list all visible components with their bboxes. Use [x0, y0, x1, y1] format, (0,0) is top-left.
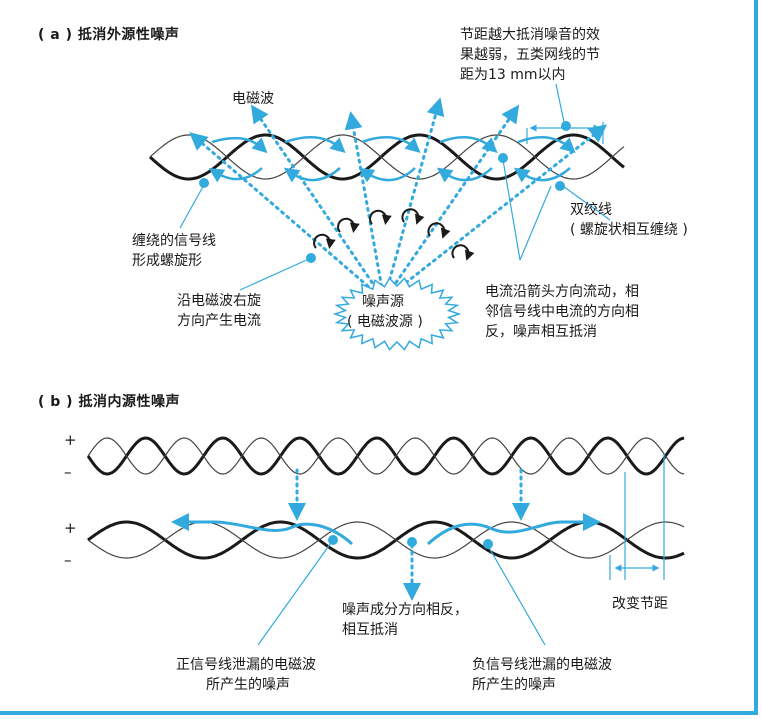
twisted-pair-b2	[87, 520, 685, 560]
twisted-pair-label-2: ( 螺旋状相互缠绕 )	[570, 222, 688, 238]
cancel-label-2: 邻信号线中电流的方向相	[485, 304, 639, 320]
leaders-a	[179, 83, 611, 291]
pitch-note-line-1: 节距越大抵消噪音的效	[460, 27, 600, 43]
spiral-label-2: 形成螺旋形	[132, 253, 202, 269]
plus-sign-bottom: +	[64, 519, 77, 537]
noise-source-label-1: 噪声源	[362, 294, 404, 310]
cancel-label-3: 反，噪声相互抵消	[485, 324, 597, 340]
marker-dots-b	[328, 535, 493, 549]
marker-dots-a	[199, 121, 571, 263]
noise-source-burst	[332, 277, 462, 351]
twisted-pair-a	[148, 133, 625, 181]
minus-sign-top: –	[64, 463, 72, 481]
pitch-note-line-2: 果越弱，五类网线的节	[460, 47, 600, 63]
cancel-label-1: 电流沿箭头方向流动，相	[485, 284, 639, 300]
twisted-pair-label-1: 双绞线	[570, 202, 612, 218]
minus-sign-bottom: –	[64, 551, 72, 569]
noise-overlays	[171, 513, 601, 546]
current-direction-label-1: 沿电磁波右旋	[177, 293, 261, 309]
negative-noise-label-1: 负信号线泄漏的电磁波	[472, 657, 612, 673]
positive-noise-label-2: 所产生的噪声	[206, 677, 290, 693]
positive-noise-label-1: 正信号线泄漏的电磁波	[176, 657, 316, 673]
spiral-label-1: 缠绕的信号线	[132, 233, 216, 249]
section-b-title: ( b ) 抵消内源性噪声	[38, 394, 180, 410]
current-direction-label-2: 方向产生电流	[177, 313, 261, 329]
plus-sign-top: +	[64, 431, 77, 449]
down-arrows	[288, 468, 530, 601]
negative-noise-label-2: 所产生的噪声	[472, 677, 556, 693]
pitch-note-line-3: 距为13 mm以内	[460, 67, 566, 83]
em-wave-label: 电磁波	[232, 91, 274, 107]
rotation-arrows	[313, 208, 475, 261]
twisted-pair-b1	[86, 436, 685, 476]
opposite-label-1: 噪声成分方向相反，	[342, 602, 468, 618]
change-pitch-label: 改变节距	[612, 596, 668, 612]
leaders-b	[257, 454, 665, 646]
section-a-title: ( a ) 抵消外源性噪声	[38, 27, 180, 43]
noise-source-label-2: ( 电磁波源 )	[347, 314, 423, 330]
em-wave-rays	[189, 97, 608, 302]
opposite-label-2: 相互抵消	[342, 622, 398, 638]
